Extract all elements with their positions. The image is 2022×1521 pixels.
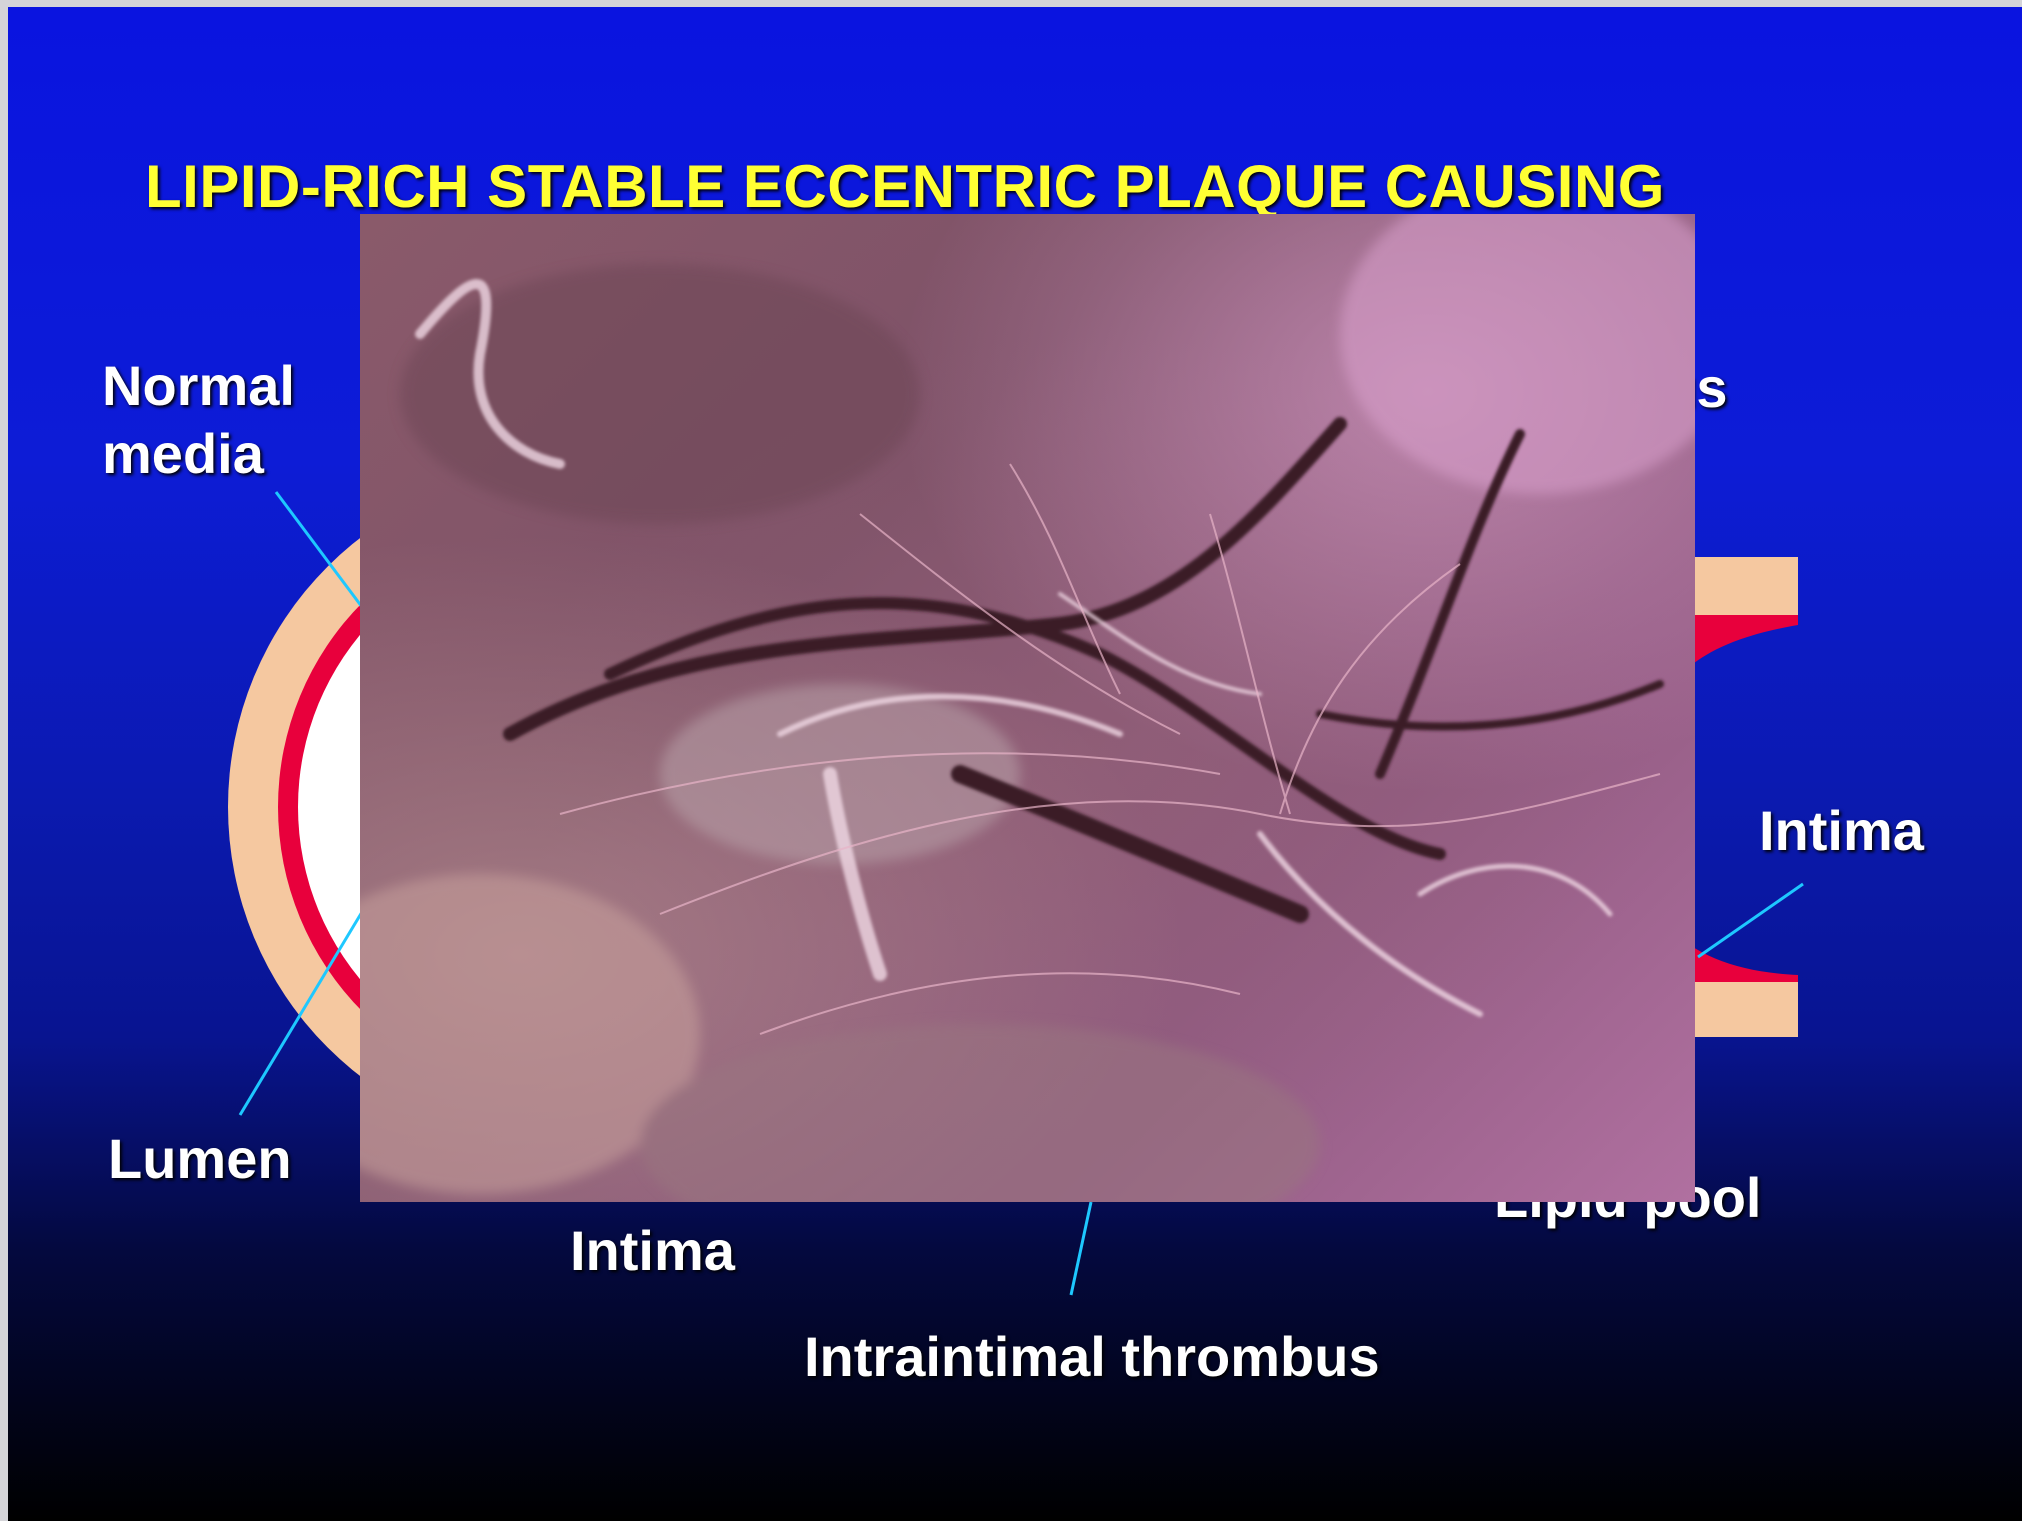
fibrin-strands-image xyxy=(360,214,1695,1202)
leader-line-thrombus xyxy=(1071,1202,1091,1295)
label-normal-media-line1: Normal xyxy=(102,352,295,420)
label-intima-bottom: Intima xyxy=(570,1217,735,1285)
label-normal-media: Normal media xyxy=(102,352,295,488)
label-intima-right: Intima xyxy=(1759,797,1924,865)
presentation-slide: LIPID-RICH STABLE ECCENTRIC PLAQUE CAUSI… xyxy=(8,7,2022,1521)
video-overlay[interactable] xyxy=(360,214,1695,1202)
leader-line-intima-right xyxy=(1698,884,1803,957)
label-normal-media-line2: media xyxy=(102,420,295,488)
label-intraintimal-thrombus: Intraintimal thrombus xyxy=(804,1323,1380,1391)
label-lumen: Lumen xyxy=(108,1125,292,1193)
